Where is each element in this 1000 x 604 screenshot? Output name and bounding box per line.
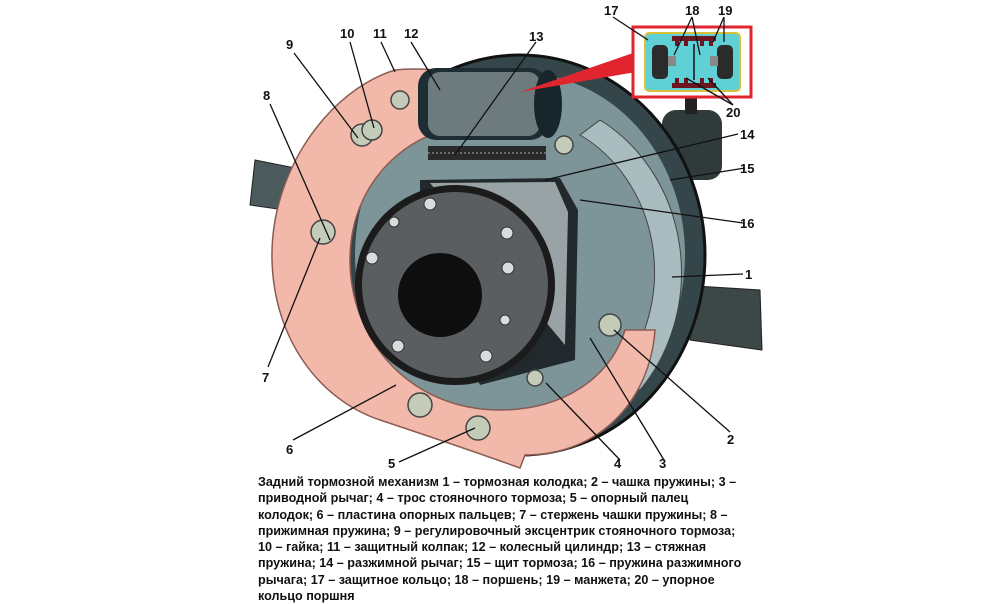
callout-19: 19 [718,3,732,18]
brake-mechanism-diagram: 1 2 3 4 5 6 7 8 9 10 11 12 13 14 15 16 1… [249,3,763,470]
callout-5: 5 [388,456,395,470]
shoe-pin-upper [407,392,433,418]
caption-line: рычага; 17 – защитное кольцо; 18 – порше… [258,572,715,587]
callout-16: 16 [740,216,754,231]
hub-disc [355,185,555,385]
hub-bolts [365,197,515,363]
callout-17: 17 [604,3,618,18]
callout-14: 14 [740,127,755,142]
callout-10: 10 [340,26,354,41]
caption-line: Задний тормозной механизм 1 – тормозная … [258,475,737,489]
callout-8: 8 [263,88,270,103]
caption-line: прижимная пружина; 9 – регулировочный эк… [258,523,736,538]
callout-9: 9 [286,37,293,52]
leader-lines [267,16,746,463]
figure-caption: Задний тормозной механизм 1 – тормозная … [258,474,758,604]
callout-labels: 1 2 3 4 5 6 7 8 9 10 11 12 13 14 15 16 1… [262,3,755,470]
callout-4: 4 [614,456,622,470]
callout-13: 13 [529,29,543,44]
wheel-cylinder [418,68,562,140]
caption-line: пружина; 14 – разжимной рычаг; 15 – щит … [258,556,742,571]
callout-6: 6 [286,442,293,457]
parking-cable-end [526,369,544,387]
callout-3: 3 [659,456,666,470]
callout-1: 1 [745,267,752,282]
plate-fasteners [310,90,622,441]
axle-end [398,253,482,337]
callout-7: 7 [262,370,269,385]
callout-2: 2 [727,432,734,447]
callout-15: 15 [740,161,754,176]
cylinder-section-inset [520,25,753,99]
callout-20: 20 [726,105,740,120]
return-spring [428,146,546,160]
callout-11: 11 [373,26,387,41]
caption-line: колодок; 6 – пластина опорных пальцев; 7… [258,507,728,522]
callout-18: 18 [685,3,699,18]
shoe-pin-lower [465,415,491,441]
anchor-plate [271,68,656,469]
caption-line: кольцо поршня [258,589,355,604]
callout-12: 12 [404,26,418,41]
caption-line: 10 – гайка; 11 – защитный колпак; 12 – к… [258,540,707,555]
caption-line: приводной рычаг; 4 – трос стояночного то… [258,491,689,506]
